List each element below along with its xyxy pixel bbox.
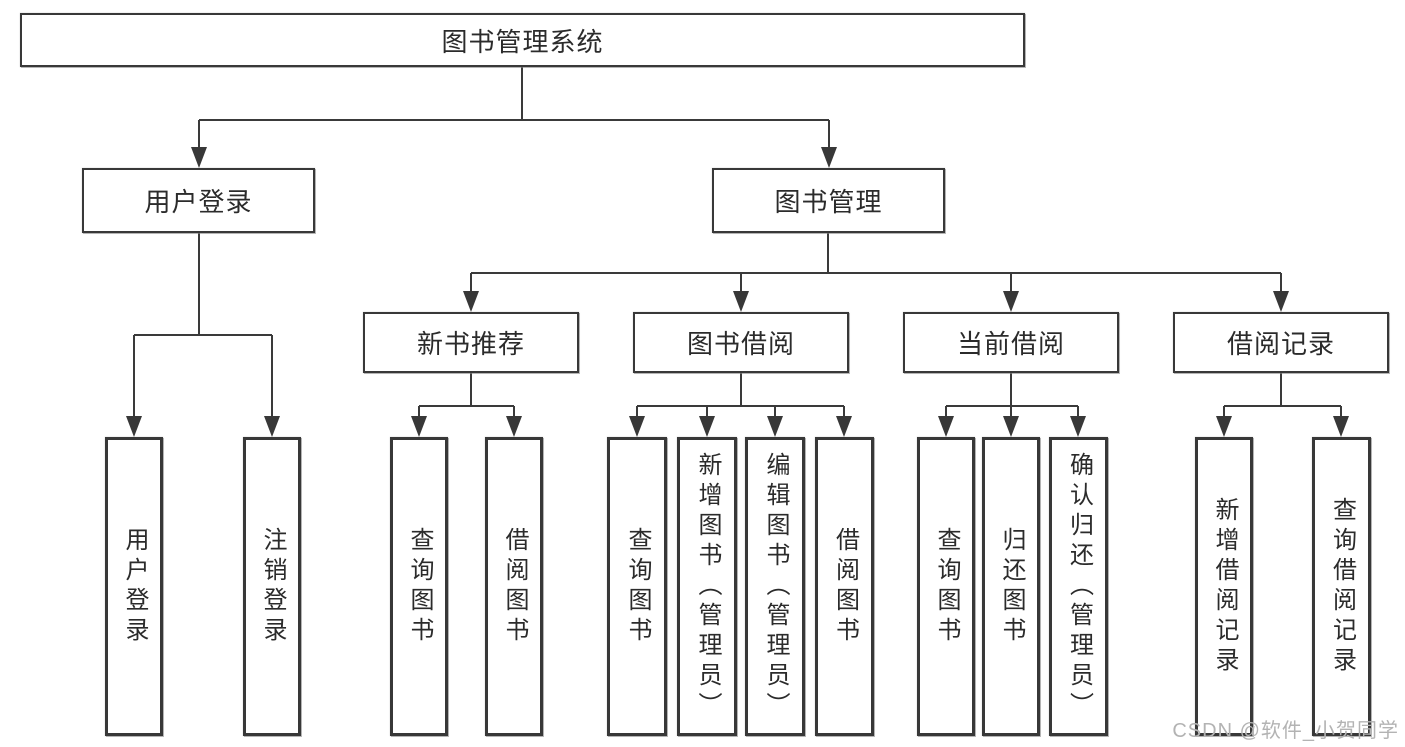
node-label: 借阅图书: [831, 526, 859, 647]
node-label: 新增图书（管理员）: [694, 451, 721, 722]
leaf-borrowing-query-books: 查询图书: [607, 437, 667, 736]
leaf-borrowing-edit-books-admin: 编辑图书（管理员）: [745, 437, 805, 736]
node-current-borrowing: 当前借阅: [903, 312, 1119, 373]
node-label: 查询图书: [933, 526, 960, 647]
leaf-newbooks-borrow-books: 借阅图书: [485, 437, 543, 736]
node-label: 查询图书: [406, 526, 433, 647]
node-label: 借阅记录: [1226, 329, 1335, 359]
leaf-records-query-record: 查询借阅记录: [1312, 437, 1371, 736]
node-label: 用户登录: [121, 526, 148, 647]
leaf-current-confirm-return-admin: 确认归还（管理员）: [1049, 437, 1108, 736]
node-label: 编辑图书（管理员）: [762, 451, 789, 722]
leaf-newbooks-query-books: 查询图书: [390, 437, 448, 736]
node-book-management: 图书管理: [712, 168, 945, 233]
node-label: 查询图书: [624, 526, 651, 647]
node-label: 查询借阅记录: [1328, 496, 1356, 677]
leaf-current-query-books: 查询图书: [917, 437, 975, 736]
leaf-records-add-record: 新增借阅记录: [1195, 437, 1253, 736]
node-label: 借阅图书: [501, 526, 528, 647]
leaf-borrowing-borrow-books: 借阅图书: [815, 437, 874, 736]
node-label: 注销登录: [259, 526, 286, 647]
node-book-borrowing: 图书借阅: [633, 312, 849, 373]
leaf-user-login: 用户登录: [105, 437, 163, 736]
leaf-current-return-books: 归还图书: [982, 437, 1040, 736]
node-label: 当前借阅: [956, 329, 1065, 359]
node-label: 归还图书: [998, 526, 1025, 647]
node-borrowing-records: 借阅记录: [1173, 312, 1389, 373]
node-root-library-management-system: 图书管理系统: [20, 13, 1025, 67]
node-label: 新增借阅记录: [1211, 496, 1238, 677]
node-label: 用户登录: [144, 187, 253, 217]
leaf-borrowing-add-books-admin: 新增图书（管理员）: [677, 437, 737, 736]
node-label: 图书借阅: [686, 329, 795, 359]
csdn-watermark: CSDN @软件_小贺同学: [1172, 720, 1399, 742]
leaf-logout: 注销登录: [243, 437, 301, 736]
node-new-book-recommendation: 新书推荐: [363, 312, 579, 373]
node-user-login: 用户登录: [82, 168, 315, 233]
node-label: 确认归还（管理员）: [1065, 451, 1093, 722]
node-label: 新书推荐: [416, 329, 525, 359]
node-label: 图书管理: [774, 187, 883, 217]
node-label: 图书管理系统: [441, 26, 604, 57]
